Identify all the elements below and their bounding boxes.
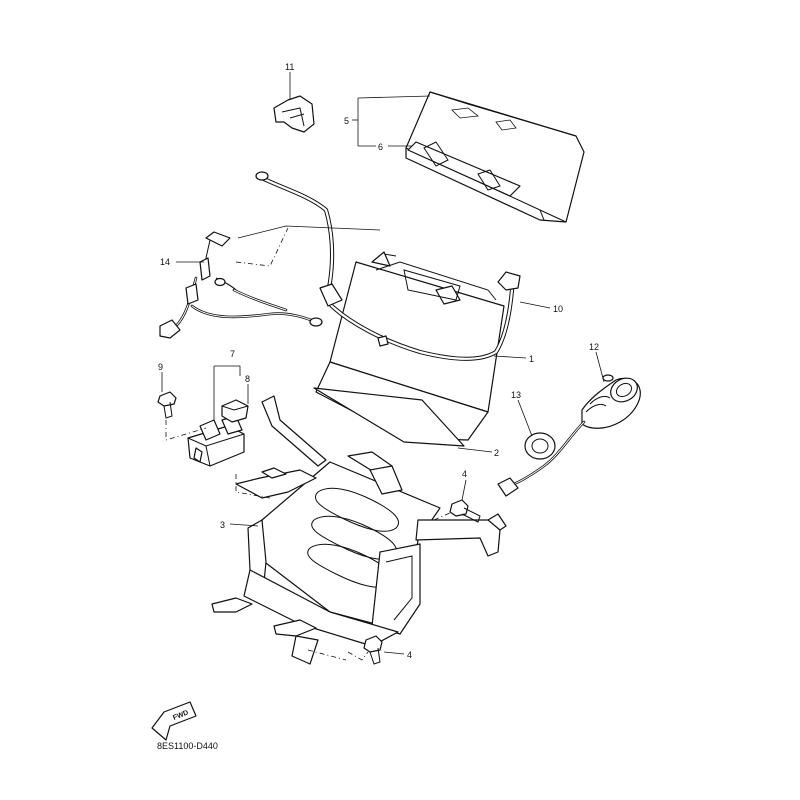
callout-5: 5	[344, 116, 349, 126]
bolt-4-lower	[363, 635, 383, 665]
callout-7: 7	[230, 349, 235, 359]
leader-lines	[161, 72, 605, 655]
phantom-lines	[165, 227, 453, 661]
battery-box-bracket	[211, 395, 507, 665]
callout-10: 10	[553, 304, 563, 314]
callout-11: 11	[285, 62, 294, 72]
bolt-4-upper	[449, 499, 481, 523]
callout-1: 1	[529, 354, 534, 364]
socket-nut	[524, 432, 556, 460]
bolt-9	[157, 391, 177, 419]
callout-2: 2	[494, 448, 499, 458]
clamp	[273, 95, 315, 133]
callout-numbers: 11 5 6 14 10 1 2 3 4 4 7 8 9 12 13	[158, 62, 599, 660]
sub-wire-harness	[159, 231, 323, 339]
callout-8: 8	[245, 374, 250, 384]
callout-6: 6	[378, 142, 383, 152]
callout-3: 3	[220, 520, 225, 530]
callout-4-lower: 4	[407, 650, 412, 660]
relay-cap	[221, 399, 249, 423]
callout-4-upper: 4	[462, 469, 467, 479]
callout-12: 12	[589, 342, 599, 352]
battery-cable	[255, 171, 521, 361]
diagram-code: 8ES1100-D440	[157, 741, 218, 751]
starter-relay	[187, 415, 245, 467]
battery-cover	[405, 91, 585, 223]
callout-9: 9	[158, 362, 163, 372]
fwd-direction-marker: FWD	[151, 701, 197, 741]
power-socket	[497, 374, 641, 497]
callout-14: 14	[160, 257, 170, 267]
callout-13: 13	[511, 390, 521, 400]
battery-pad	[313, 387, 465, 447]
